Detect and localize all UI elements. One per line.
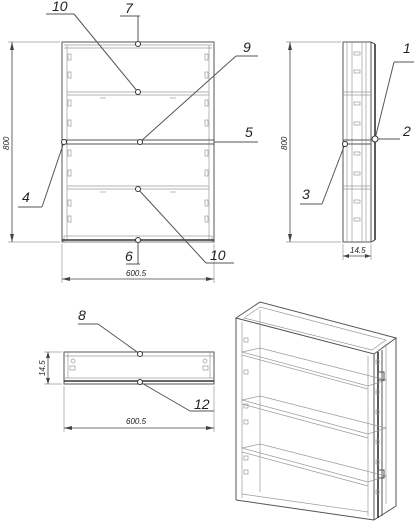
front-width-label: 600.5 [126,269,147,278]
callout-7: 7 [125,0,134,16]
callout-1: 1 [403,40,411,56]
iso-shelves [241,347,388,513]
side-view: 800 14.5 1 2 3 [280,40,414,260]
isometric-view [234,301,398,521]
top-width-label: 600.5 [126,417,147,426]
callout-2: 2 [402,123,411,139]
callout-3: 3 [302,186,310,202]
callout-10-bottom: 10 [210,247,226,263]
callout-9: 9 [243,39,251,55]
callout-12: 12 [194,396,210,412]
side-depth-label: 14.5 [350,246,366,255]
front-view: 800 600.5 10 7 9 5 4 6 [2,0,258,283]
callout-6: 6 [125,248,133,264]
side-height-label: 800 [280,136,289,150]
top-view: 14.5 600.5 8 12 [38,307,215,432]
front-height-label: 800 [2,136,11,150]
top-depth-label: 14.5 [38,360,47,376]
callout-10-top: 10 [52,0,68,14]
callout-4: 4 [22,189,30,205]
callout-8: 8 [78,307,86,323]
callout-5: 5 [245,124,253,140]
